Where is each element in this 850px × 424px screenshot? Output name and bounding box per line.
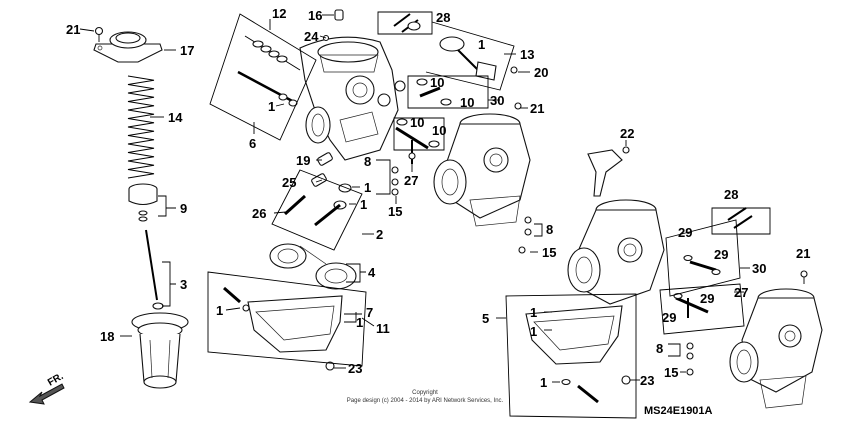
- piston-assembly: [128, 183, 164, 310]
- callout-21: 21: [796, 246, 810, 261]
- top-cap-assembly: [93, 26, 163, 63]
- float-chamber-2: [525, 305, 631, 404]
- carburetor-body-4: [686, 270, 823, 409]
- callout-20: 20: [534, 65, 548, 80]
- callout-1: 1: [478, 37, 485, 52]
- callout-8: 8: [656, 341, 663, 356]
- callout-1: 1: [364, 180, 371, 195]
- callout-14: 14: [168, 110, 183, 125]
- right-valve-parts: [673, 207, 753, 318]
- callout-30: 30: [752, 261, 766, 276]
- callout-10: 10: [430, 75, 444, 90]
- callout-labels: 21 17 14 9 3 18 12 16 24 1 6 19 25 1 1 2…: [66, 6, 810, 390]
- callout-1: 1: [540, 375, 547, 390]
- callout-29: 29: [678, 225, 692, 240]
- callout-25: 25: [282, 175, 296, 190]
- vacuum-valve-parts: [393, 13, 522, 164]
- callout-29: 29: [700, 291, 714, 306]
- callout-1: 1: [530, 305, 537, 320]
- callout-15: 15: [664, 365, 678, 380]
- callout-10: 10: [432, 123, 446, 138]
- callout-19: 19: [296, 153, 310, 168]
- callout-1: 1: [530, 324, 537, 339]
- callout-13: 13: [520, 47, 534, 62]
- callout-1: 1: [268, 99, 275, 114]
- callout-3: 3: [180, 277, 187, 292]
- callout-1: 1: [356, 315, 363, 330]
- carburetor-body-1: [299, 36, 406, 161]
- diaphragm-18: [131, 312, 189, 389]
- carburetor-body-2: [391, 113, 531, 227]
- insulator-4: [269, 243, 357, 290]
- callout-24: 24: [304, 29, 319, 44]
- callout-7: 7: [366, 305, 373, 320]
- callout-29: 29: [714, 247, 728, 262]
- callout-1: 1: [360, 197, 367, 212]
- float-chamber-1: [223, 286, 343, 371]
- callout-30: 30: [490, 93, 504, 108]
- callout-1: 1: [216, 303, 223, 318]
- callout-17: 17: [180, 43, 194, 58]
- callout-5: 5: [482, 311, 489, 326]
- callout-8: 8: [546, 222, 553, 237]
- callout-12: 12: [272, 6, 286, 21]
- callout-16: 16: [308, 8, 322, 23]
- callout-6: 6: [249, 136, 256, 151]
- callout-21: 21: [66, 22, 80, 37]
- callout-15: 15: [542, 245, 556, 260]
- leader-lines: [79, 11, 771, 419]
- callout-22: 22: [620, 126, 634, 141]
- callout-27: 27: [404, 173, 418, 188]
- callout-23: 23: [348, 361, 362, 376]
- callout-23: 23: [640, 373, 654, 388]
- callout-21: 21: [530, 101, 544, 116]
- callout-10: 10: [460, 95, 474, 110]
- callout-8: 8: [364, 154, 371, 169]
- copyright-line-1: Copyright: [412, 390, 438, 396]
- callout-15: 15: [388, 204, 402, 219]
- callout-9: 9: [180, 201, 187, 216]
- callout-29: 29: [662, 310, 676, 325]
- callout-28: 28: [724, 187, 738, 202]
- callout-27: 27: [734, 285, 748, 300]
- callout-10: 10: [410, 115, 424, 130]
- callout-4: 4: [368, 265, 376, 280]
- callout-18: 18: [100, 329, 114, 344]
- callout-2: 2: [376, 227, 383, 242]
- copyright-line-2: Page design (c) 2004 - 2014 by ARI Netwo…: [347, 398, 504, 404]
- callout-11: 11: [376, 321, 390, 336]
- front-direction-arrow: FR.: [28, 371, 66, 405]
- carburetor-body-3: [518, 146, 665, 305]
- diagram-code: MS24E1901A: [644, 405, 713, 417]
- callout-28: 28: [436, 10, 450, 25]
- spring-14: [127, 75, 155, 179]
- carb-1-small-parts: [237, 9, 352, 227]
- callout-26: 26: [252, 206, 266, 221]
